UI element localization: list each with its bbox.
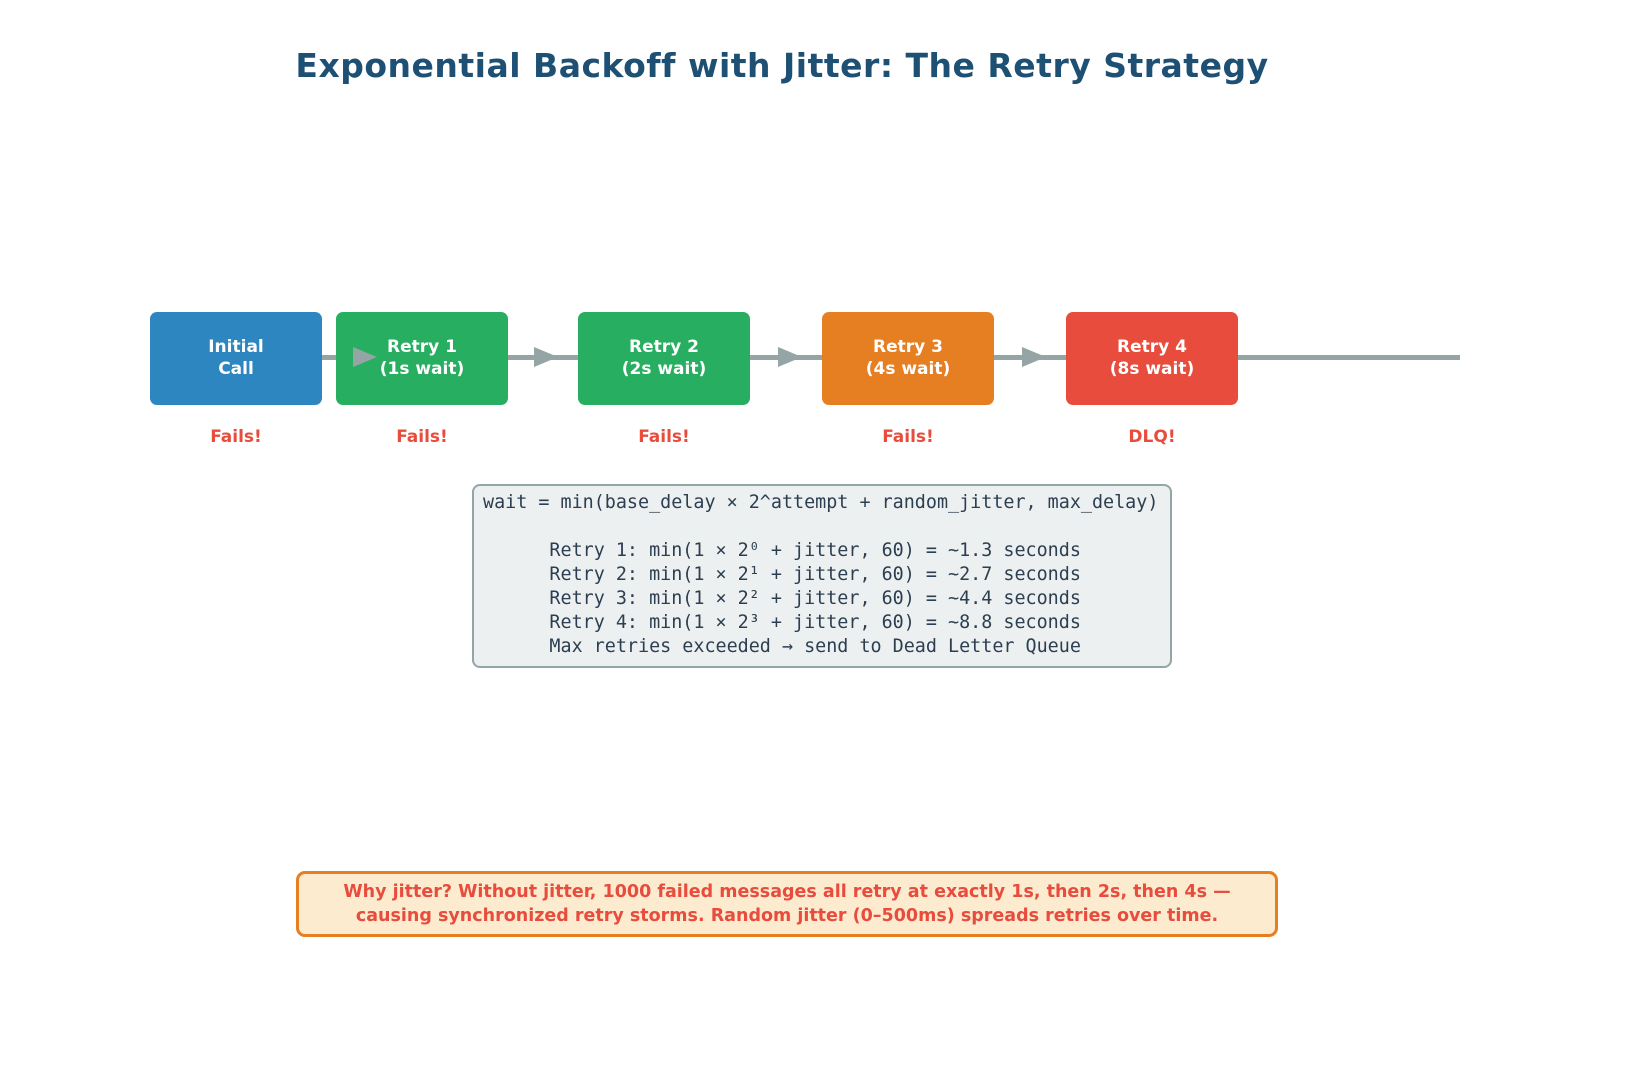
status-label: Fails! [210, 427, 262, 447]
jitter-note-box: Why jitter? Without jitter, 1000 failed … [296, 871, 1278, 937]
note-line-2: causing synchronized retry storms. Rando… [355, 906, 1219, 926]
code-text: wait = min(base_delay × 2^attempt + rand… [483, 492, 1159, 657]
status-label: DLQ! [1128, 427, 1176, 447]
arrow-right-icon [1022, 347, 1046, 367]
arrow-right-icon [534, 347, 558, 367]
backoff-formula-code-block: wait = min(base_delay × 2^attempt + rand… [472, 484, 1172, 668]
step-initial-call: Initial Call [150, 312, 322, 405]
step-retry-3: Retry 3 (4s wait) [822, 312, 994, 405]
step-retry-4: Retry 4 (8s wait) [1066, 312, 1238, 405]
note-line-1: Why jitter? Without jitter, 1000 failed … [343, 882, 1231, 902]
status-label: Fails! [638, 427, 690, 447]
status-label: Fails! [396, 427, 448, 447]
page-title: Exponential Backoff with Jitter: The Ret… [295, 46, 1269, 85]
arrow-right-icon [778, 347, 802, 367]
status-label: Fails! [882, 427, 934, 447]
arrow-right-icon [353, 347, 377, 367]
step-retry-2: Retry 2 (2s wait) [578, 312, 750, 405]
